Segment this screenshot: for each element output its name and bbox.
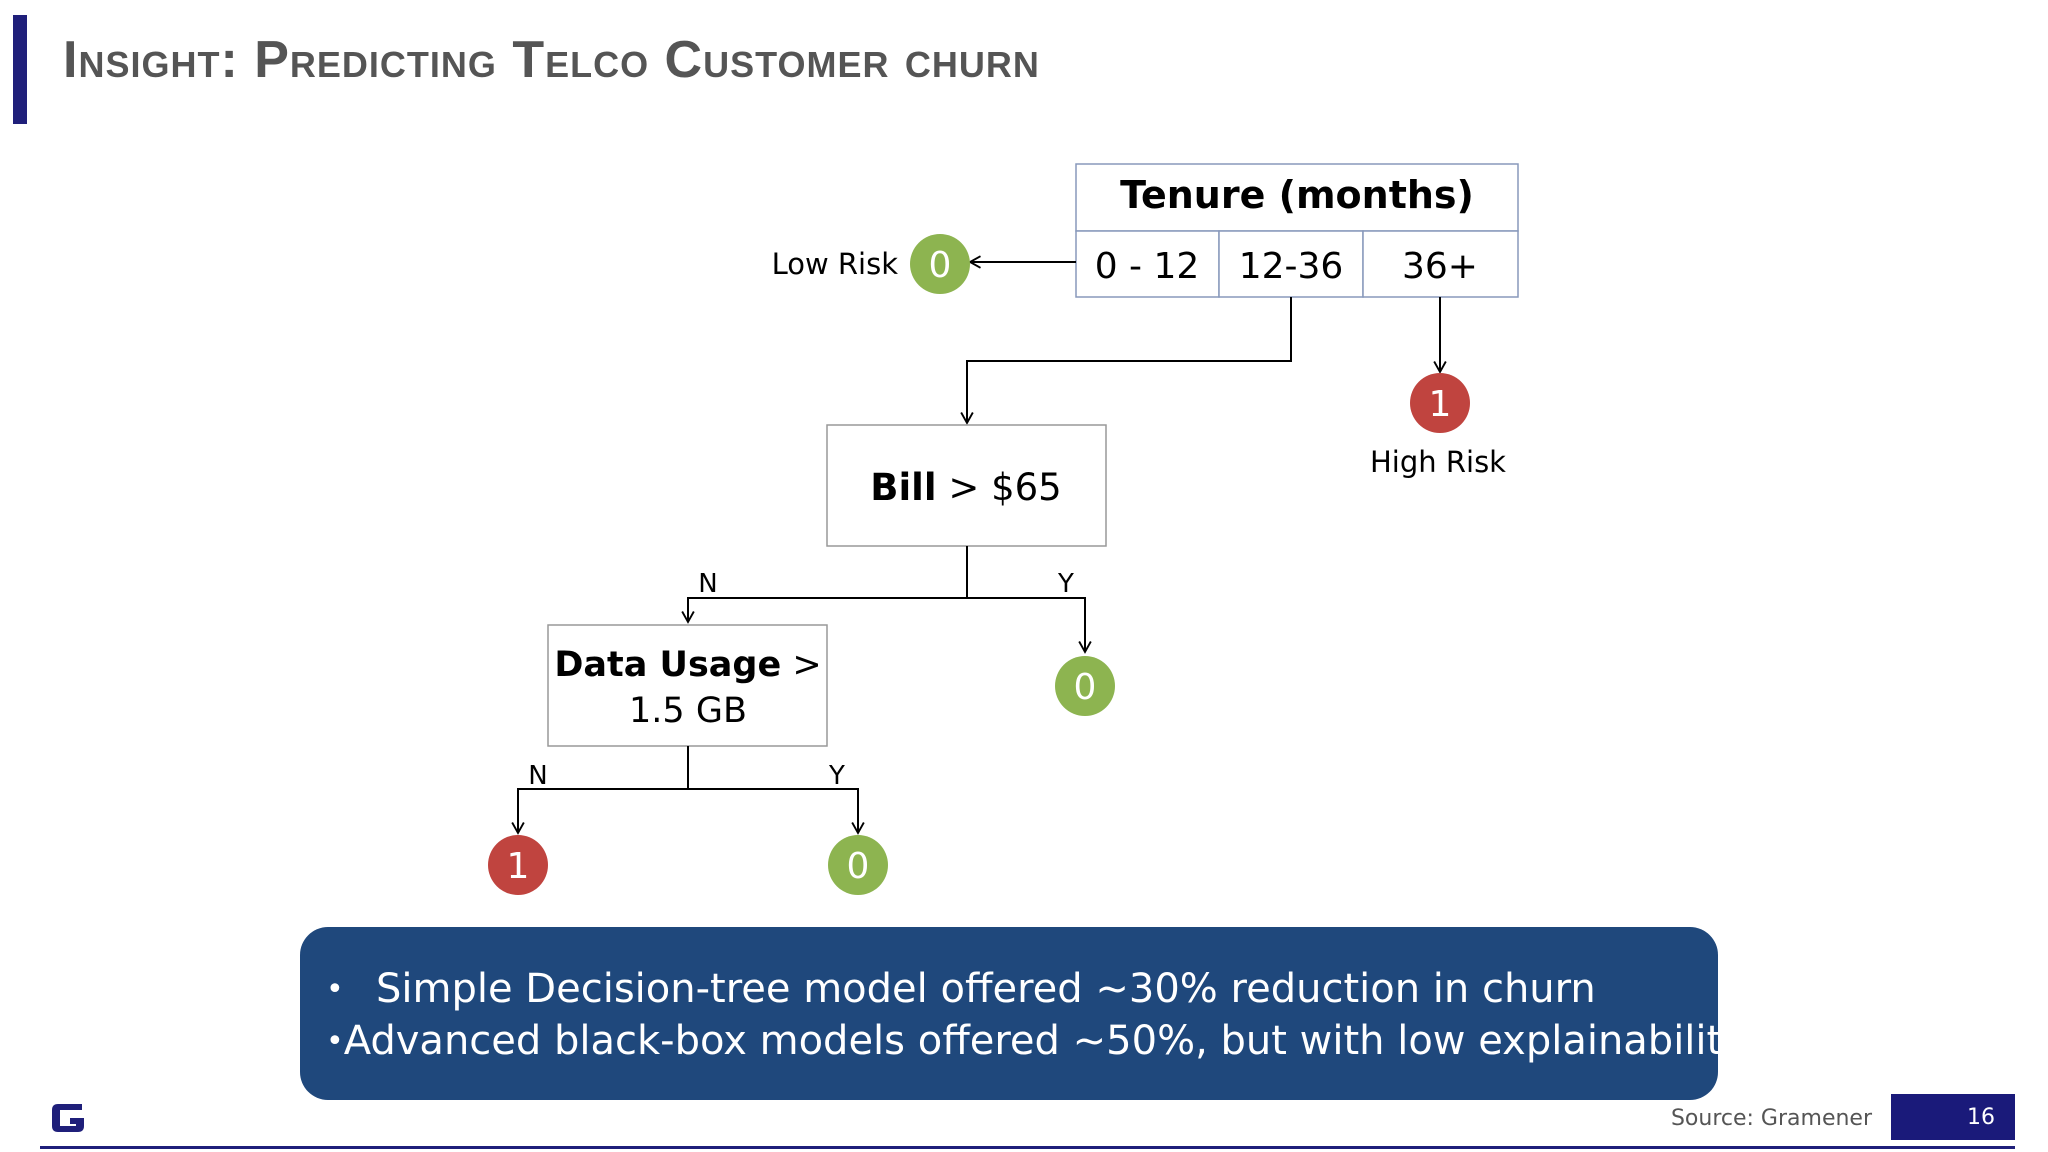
tenure-node: Tenure (months) 0 - 12 12-36 36+: [1075, 163, 1519, 298]
leaf-usage-no: 1: [488, 835, 548, 895]
leaf-usage-yes: 0: [828, 835, 888, 895]
edge-bill-no-label: N: [698, 569, 717, 599]
bill-label: Bill: [870, 466, 936, 509]
insight-item: • Advanced black-box models offered ~50%…: [320, 1015, 1746, 1067]
svg-text:Bill > $65: Bill > $65: [870, 466, 1061, 509]
data-usage-operator: >: [792, 645, 821, 685]
tenure-split-12-36: 12-36: [1239, 246, 1344, 287]
low-risk-label: Low Risk: [772, 247, 899, 281]
tenure-split-0-12: 0 - 12: [1095, 246, 1200, 287]
svg-text:Data Usage >: Data Usage >: [554, 645, 821, 685]
leaf-usage-no-value: 1: [507, 846, 530, 887]
bill-threshold: > $65: [948, 466, 1061, 509]
title-accent-bar: [13, 15, 27, 124]
leaf-tenure-high: 1: [1410, 373, 1470, 433]
leaf-tenure-high-value: 1: [1429, 384, 1452, 425]
slide-title: Insight: Predicting Telco Customer churn: [63, 31, 1040, 89]
footer-rule: [40, 1146, 2015, 1149]
tenure-label: Tenure (months): [1120, 173, 1474, 217]
data-usage-label: Data Usage: [554, 645, 781, 685]
data-usage-threshold: 1.5 GB: [629, 691, 747, 731]
edge-bill-yes-label: Y: [1057, 569, 1074, 599]
insight-text: Simple Decision-tree model offered ~30% …: [376, 966, 1596, 1012]
leaf-tenure-low-value: 0: [929, 245, 952, 286]
edge-usage-no-label: N: [528, 761, 547, 791]
edge-bill-yes: [967, 597, 1092, 654]
leaf-bill-yes-value: 0: [1074, 667, 1097, 708]
insight-box: • Simple Decision-tree model offered ~30…: [300, 927, 1746, 1100]
edge-usage-no: [511, 746, 689, 835]
edge-tenure-mid: [960, 297, 1292, 425]
page-number: 16: [1891, 1094, 2015, 1140]
high-risk-label: High Risk: [1370, 445, 1506, 479]
leaf-bill-yes: 0: [1055, 656, 1115, 716]
leaf-tenure-low: 0: [910, 234, 970, 294]
bullet-icon: •: [326, 971, 344, 1007]
tenure-split-36-plus: 36+: [1402, 246, 1478, 287]
gramener-logo-icon: [52, 1104, 84, 1132]
insight-text: Advanced black-box models offered ~50%, …: [343, 1018, 1746, 1064]
edge-usage-yes-label: Y: [828, 761, 845, 791]
bill-node: Bill > $65: [826, 424, 1107, 547]
data-usage-node: Data Usage > 1.5 GB: [547, 624, 828, 747]
edge-bill-no: [681, 546, 968, 624]
edge-usage-yes: [688, 788, 865, 835]
leaf-usage-yes-value: 0: [847, 846, 870, 887]
source-citation: Source: Gramener: [1670, 1106, 1872, 1131]
insight-item: • Simple Decision-tree model offered ~30…: [320, 963, 1718, 1015]
bullet-icon: •: [326, 1023, 344, 1059]
